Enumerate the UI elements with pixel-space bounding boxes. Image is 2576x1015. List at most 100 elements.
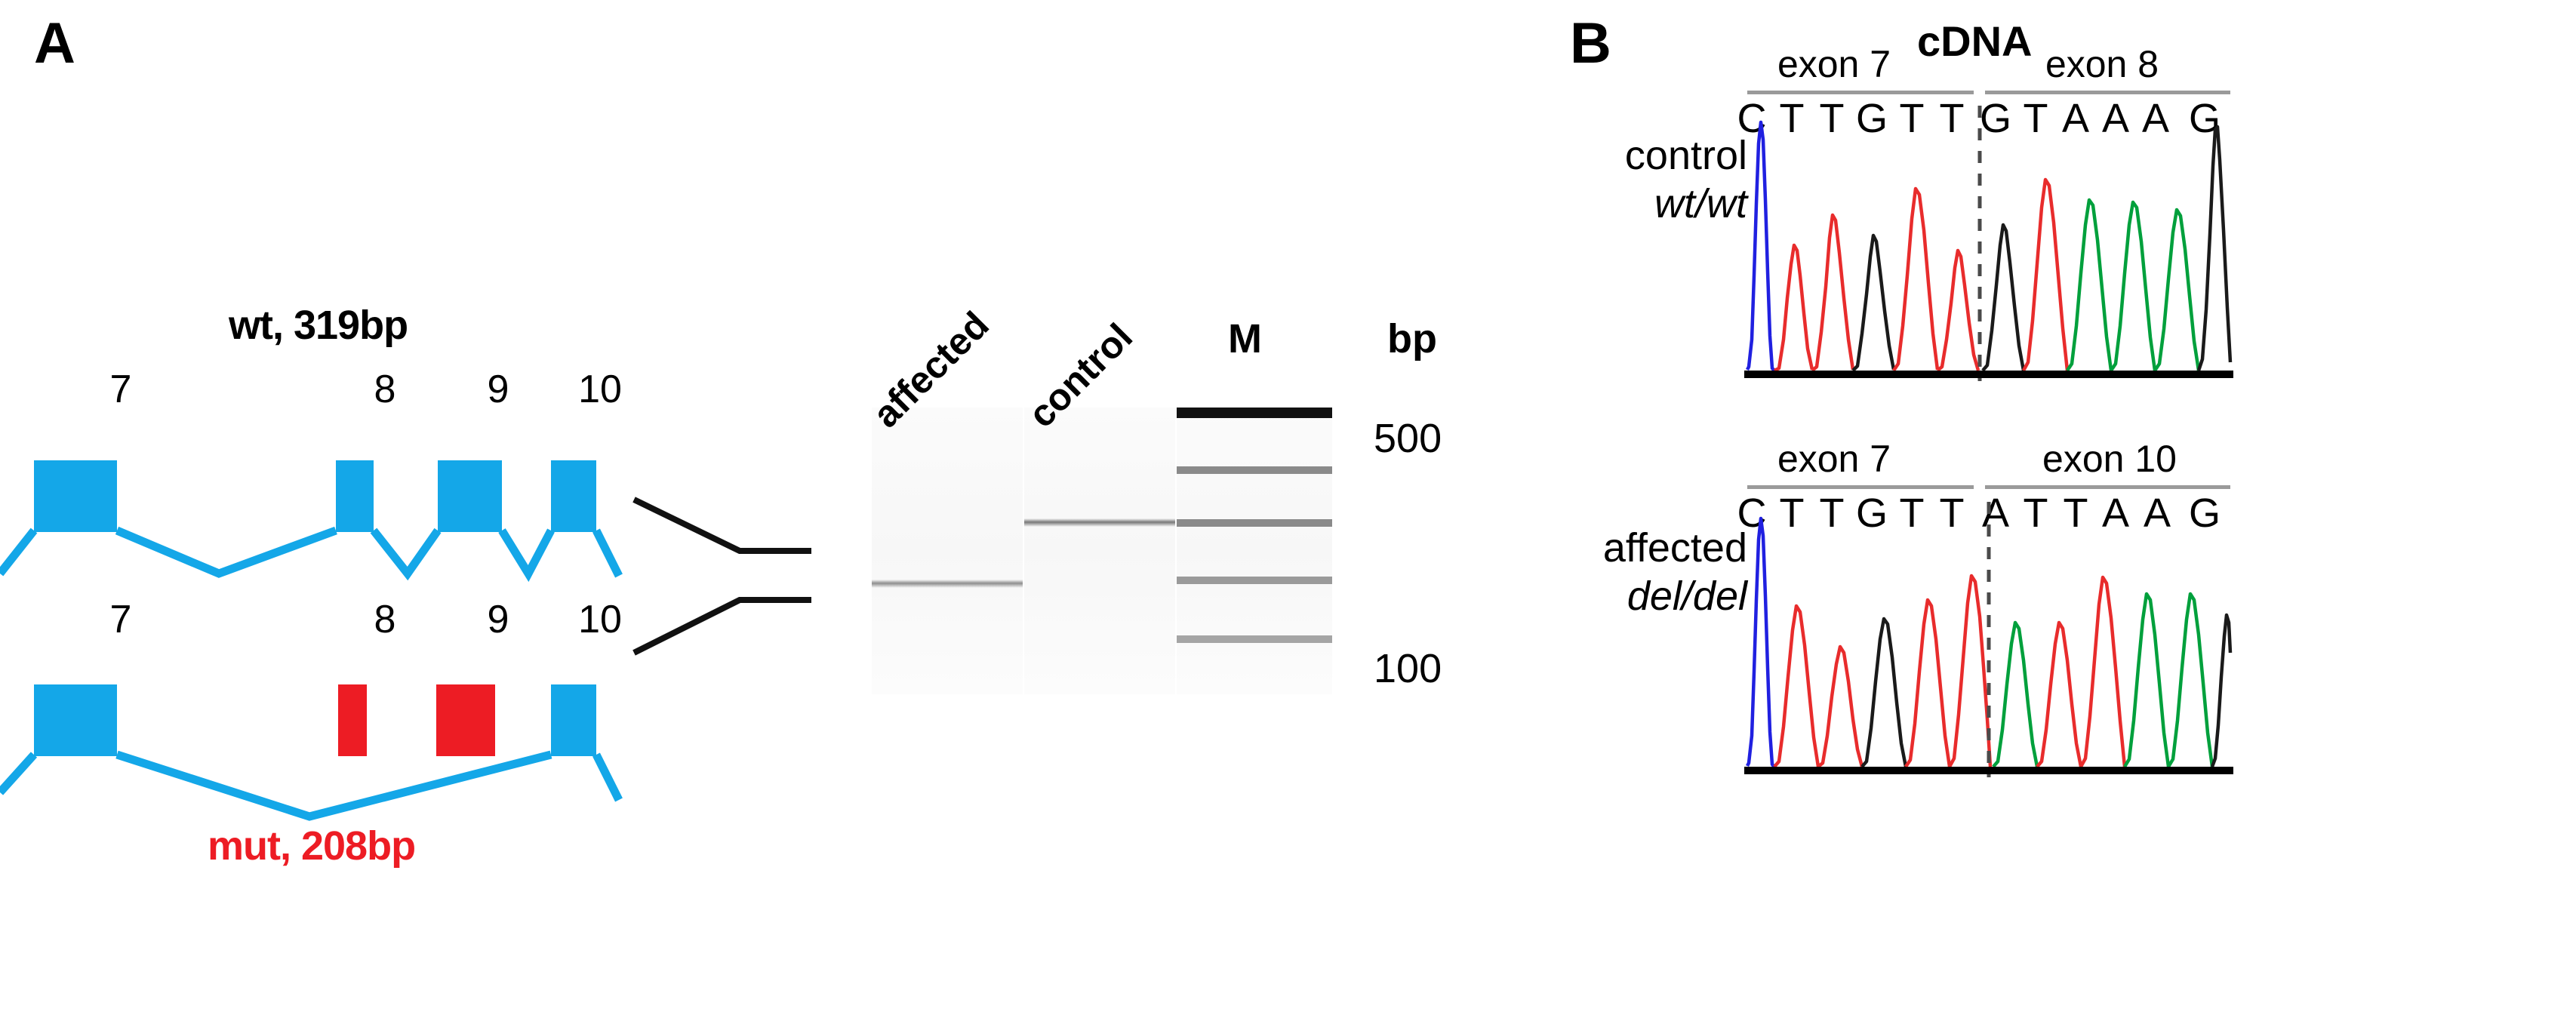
mut-exon-label-8: 8 — [374, 598, 396, 641]
control-base-4: G — [1855, 96, 1888, 141]
control-base-11: A — [2141, 96, 2170, 141]
mut-exon-box-7 — [34, 684, 117, 756]
affected-base-2: T — [1779, 491, 1805, 536]
gel-marker-band-100 — [1177, 635, 1332, 643]
peak-T-6 — [1936, 248, 1980, 372]
peak-G-7 — [1981, 223, 2026, 372]
affected-base-5: T — [1899, 491, 1925, 536]
wt-exon-box-9 — [438, 460, 502, 532]
control-base-10: A — [2101, 96, 2130, 141]
peak-G-12 — [2196, 125, 2233, 371]
gel-lane-affected — [872, 408, 1023, 694]
peak-C-1 — [1745, 516, 1776, 768]
panel-a: A wt, 319bp 7 8 9 10 7 8 9 10 — [0, 11, 1442, 869]
gel-lane-marker — [1177, 408, 1332, 694]
affected-sample-label: affected del/del — [1577, 524, 1747, 620]
gel-marker-band-3 — [1177, 519, 1332, 527]
affected-genotype: del/del — [1627, 573, 1747, 619]
peak-T-9 — [2079, 575, 2127, 768]
peak-A-11 — [2167, 592, 2214, 768]
mut-exon-label-7: 7 — [109, 598, 132, 641]
peak-T-3 — [1811, 213, 1855, 372]
peak-T-3 — [1817, 644, 1864, 768]
control-sample-label: control wt/wt — [1608, 132, 1747, 228]
peak-A-10 — [2123, 592, 2171, 768]
affected-base-6: T — [1939, 491, 1965, 536]
wt-exon-label-10: 10 — [578, 368, 622, 411]
control-base-9: A — [2061, 96, 2090, 141]
gel-band-affected — [872, 580, 1023, 588]
affected-left-exon-label: exon 7 — [1777, 438, 1891, 480]
gel-band-control — [1024, 518, 1175, 527]
control-base-7: G — [1979, 96, 2011, 141]
peak-A-11 — [2153, 208, 2201, 372]
peak-G-4 — [1851, 233, 1896, 372]
mut-exon-label-10: 10 — [578, 598, 622, 641]
agarose-gel — [872, 408, 1332, 694]
mut-exon-box-10 — [551, 684, 596, 756]
wt-exon-label-7: 7 — [109, 368, 132, 411]
affected-right-exon-rule — [1985, 485, 2230, 489]
wt-exon-box-7 — [34, 460, 117, 532]
cdna-title: cDNA — [1917, 17, 2033, 65]
control-base-5: T — [1899, 96, 1925, 141]
control-right-exon-label: exon 8 — [2045, 43, 2159, 85]
panel-b: B cDNA exon 7 exon 8 C T T G T T G T A A… — [1547, 0, 2576, 1015]
control-left-exon-label: exon 7 — [1777, 43, 1891, 85]
control-trace-plot — [1744, 106, 2233, 381]
control-base-6: T — [1939, 96, 1965, 141]
chromatogram-control: exon 7 exon 8 C T T G T T G T A A A G co… — [1547, 0, 2576, 483]
control-base-3: T — [1819, 96, 1845, 141]
gel-marker-band-500 — [1177, 408, 1332, 418]
affected-right-exon-label: exon 10 — [2042, 438, 2177, 480]
mut-transcript-title: mut, 208bp — [208, 823, 416, 869]
control-base-2: T — [1779, 96, 1805, 141]
wt-exon-box-8 — [336, 460, 374, 532]
wt-exon-label-9: 9 — [487, 368, 509, 411]
peak-T-2 — [1773, 604, 1820, 768]
gel-marker-band-4 — [1177, 577, 1332, 584]
affected-base-4: G — [1855, 491, 1888, 536]
control-right-exon-rule — [1985, 91, 2230, 94]
affected-base-10: A — [2101, 491, 2130, 536]
mut-gene-model — [0, 684, 623, 821]
peak-G-12 — [2210, 613, 2233, 767]
peak-G-4 — [1860, 617, 1908, 768]
control-sample-name: control — [1624, 133, 1747, 178]
wt-exon-label-8: 8 — [374, 368, 396, 411]
peak-C-1 — [1745, 120, 1776, 372]
affected-base-11: A — [2143, 491, 2171, 536]
peak-A-9 — [2066, 198, 2113, 372]
affected-base-9: T — [2063, 491, 2088, 536]
gel-bp-label-500: 500 — [1374, 416, 1442, 461]
gel-lane-control — [1024, 408, 1175, 694]
control-left-exon-rule — [1747, 91, 1974, 94]
control-baseline — [1744, 371, 2233, 378]
affected-left-exon-rule — [1747, 485, 1974, 489]
peak-T-5 — [1904, 598, 1952, 768]
affected-base-3: T — [1819, 491, 1845, 536]
control-genotype: wt/wt — [1654, 180, 1747, 226]
gel-marker-header: M — [1228, 316, 1262, 361]
peak-T-8 — [2022, 177, 2070, 372]
peak-T-6 — [1948, 574, 1993, 768]
peak-A-10 — [2110, 200, 2157, 372]
peak-T-5 — [1892, 186, 1940, 372]
affected-baseline — [1744, 767, 2233, 774]
gel-bp-header: bp — [1387, 316, 1437, 361]
gel-marker-band-2 — [1177, 466, 1332, 474]
mut-exon-box-8-deleted — [338, 684, 367, 756]
gel-bp-label-100: 100 — [1374, 646, 1442, 691]
affected-base-7: A — [1981, 491, 2010, 536]
affected-base-8: T — [2023, 491, 2048, 536]
panel-b-letter: B — [1570, 11, 1611, 75]
panel-a-letter: A — [34, 11, 75, 75]
peak-T-2 — [1773, 243, 1814, 373]
peak-T-8 — [2036, 620, 2083, 768]
peak-A-7 — [1992, 620, 2039, 768]
affected-trace-plot — [1744, 502, 2233, 777]
affected-base-12: G — [2188, 491, 2221, 536]
gel-connector-lines — [632, 497, 811, 656]
mut-exon-box-9-deleted — [436, 684, 495, 756]
wt-gene-model — [0, 460, 623, 583]
